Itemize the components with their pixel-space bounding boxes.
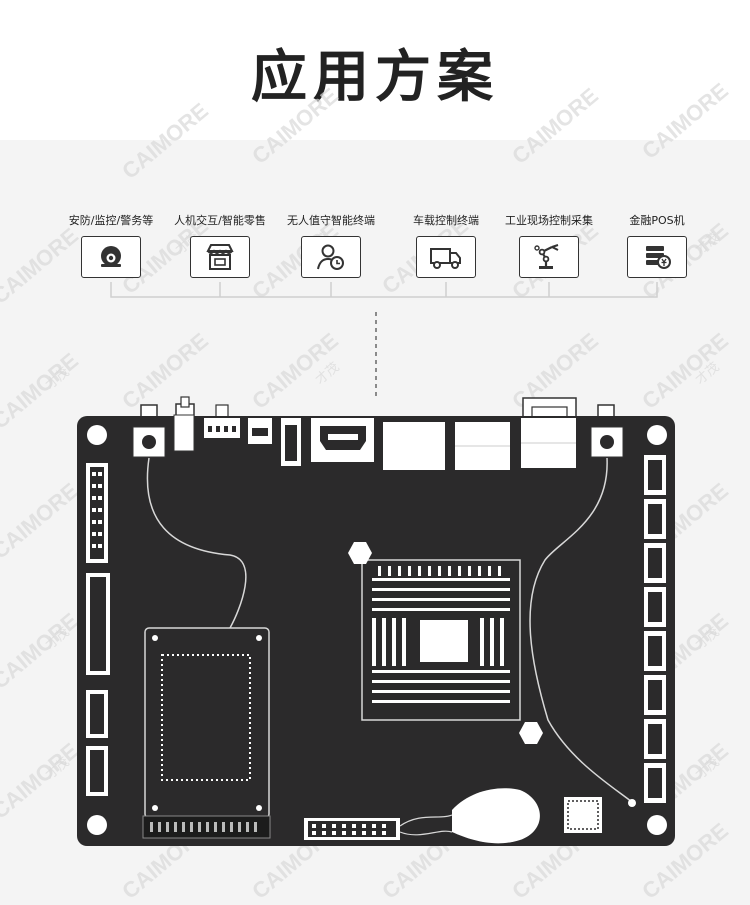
page-title: 应用方案: [251, 45, 499, 110]
app-item-retail: 人机交互/智能零售: [160, 212, 280, 278]
app-item-vehicle: 车载控制终端: [386, 212, 506, 278]
truck-icon: [416, 236, 476, 278]
storefront-icon: [190, 236, 250, 278]
app-label: 金融POS机: [629, 214, 685, 227]
robot-arm-icon: [519, 236, 579, 278]
title-band: [0, 0, 750, 140]
app-label: 人机交互/智能零售: [174, 214, 266, 227]
app-label: 车载控制终端: [413, 214, 479, 227]
app-label: 无人值守智能终端: [287, 214, 375, 227]
pos-terminal-icon: [627, 236, 687, 278]
app-label: 安防/监控/警务等: [68, 214, 154, 227]
user-clock-icon: [301, 236, 361, 278]
app-item-unattended: 无人值守智能终端: [271, 212, 391, 278]
security-camera-icon: [81, 236, 141, 278]
app-item-security: 安防/监控/警务等: [51, 212, 171, 278]
app-item-industrial: 工业现场控制采集: [489, 212, 609, 278]
app-item-pos: 金融POS机: [597, 212, 717, 278]
app-label: 工业现场控制采集: [505, 214, 593, 227]
